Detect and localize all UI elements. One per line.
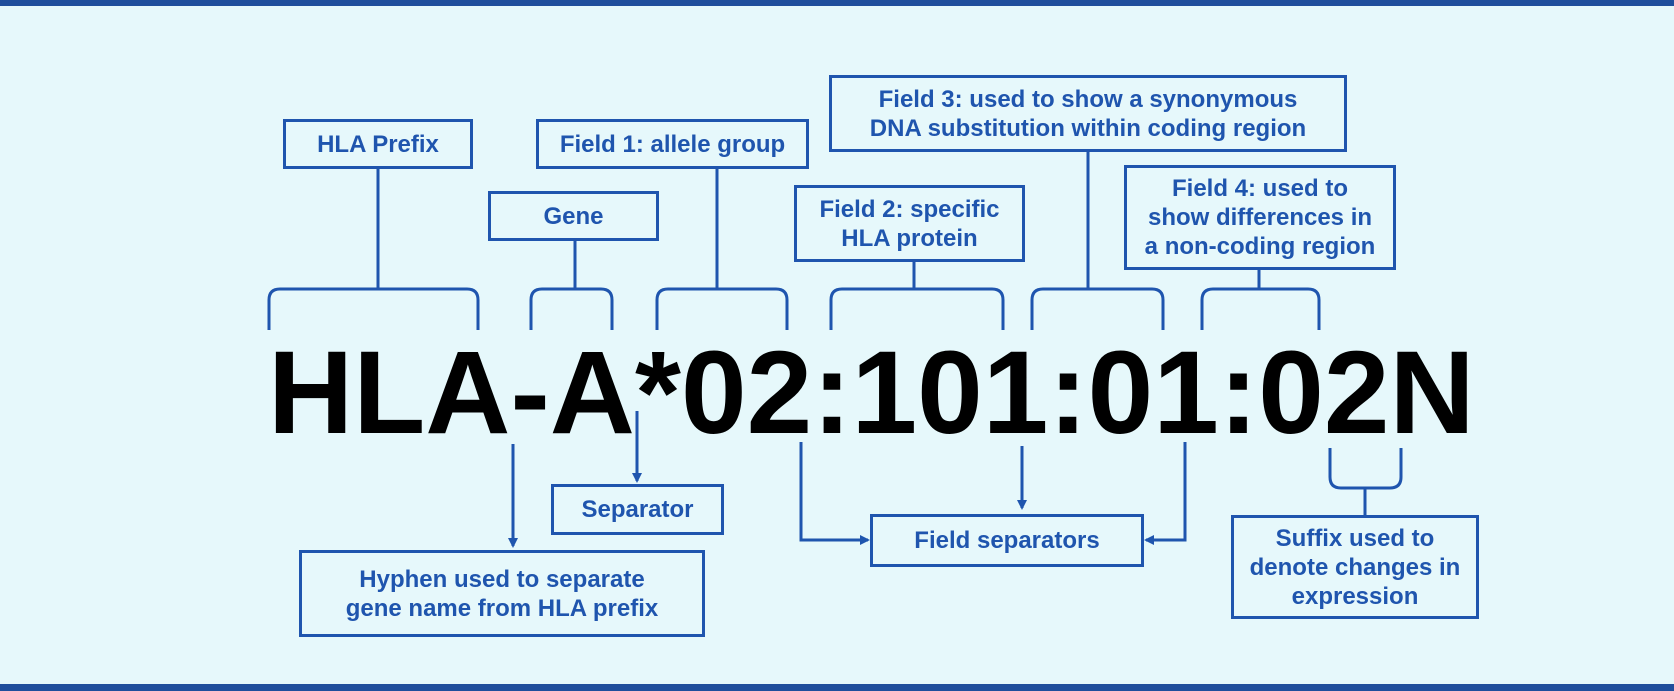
- label-suffix: Suffix used to denote changes in express…: [1231, 515, 1479, 619]
- label-field2: Field 2: specific HLA protein: [794, 185, 1025, 262]
- allele-name: HLA-A*02:101:01:02N: [268, 327, 1475, 459]
- label-field1: Field 1: allele group: [536, 119, 809, 169]
- label-hla-prefix: HLA Prefix: [283, 119, 473, 169]
- label-field4: Field 4: used to show differences in a n…: [1124, 165, 1396, 270]
- bracket-field3: [1030, 287, 1165, 330]
- label-gene: Gene: [488, 191, 659, 241]
- label-separator: Separator: [551, 484, 724, 535]
- bottom-rule: [0, 684, 1674, 691]
- bracket-gene: [529, 287, 614, 330]
- arrow-field-separator-right: [1144, 442, 1187, 545]
- bracket-hla-prefix: [267, 287, 480, 330]
- label-field3: Field 3: used to show a synonymous DNA s…: [829, 75, 1347, 152]
- arrow-field-separator-left: [799, 442, 870, 545]
- label-hyphen: Hyphen used to separate gene name from H…: [299, 550, 705, 637]
- label-field-separators: Field separators: [870, 514, 1144, 567]
- top-rule: [0, 0, 1674, 6]
- bracket-field2: [829, 287, 1005, 330]
- bracket-field1: [655, 287, 789, 330]
